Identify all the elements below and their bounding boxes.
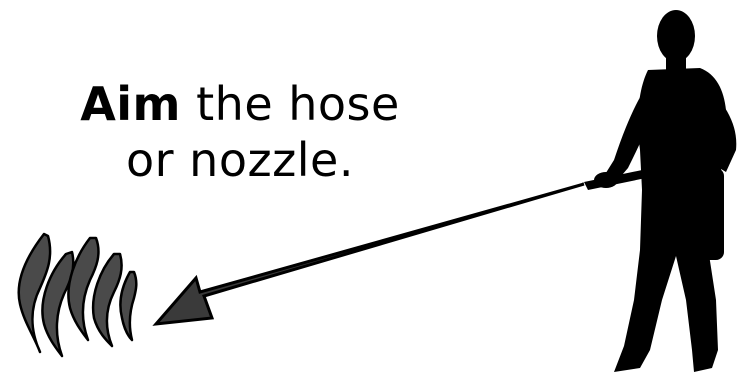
arrow-shape <box>156 184 584 324</box>
person-neck <box>666 56 686 70</box>
person-with-extinguisher-icon <box>584 10 736 372</box>
flame-4 <box>93 254 121 346</box>
extinguisher-top <box>700 156 716 172</box>
fire-flames-icon <box>19 234 137 356</box>
spray-direction-arrow-icon <box>156 184 584 324</box>
extinguisher-body <box>690 168 724 260</box>
person-head <box>657 10 695 62</box>
flame-5 <box>120 272 136 340</box>
